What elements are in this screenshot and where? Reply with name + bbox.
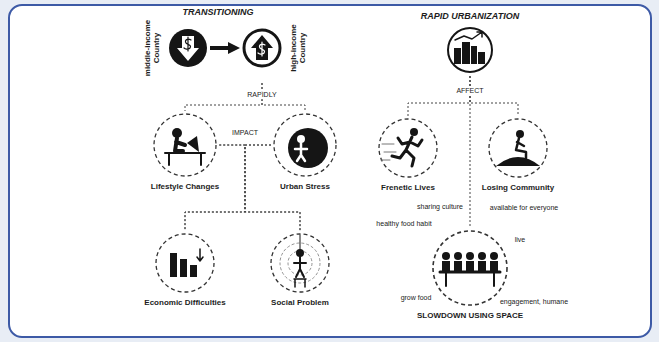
dashed-ring xyxy=(156,234,214,292)
chair xyxy=(294,279,306,287)
person-head xyxy=(454,252,462,260)
growth-arrow xyxy=(455,32,482,40)
person-head xyxy=(478,252,486,260)
node-label: Social Problem xyxy=(271,298,329,307)
desk xyxy=(165,153,205,165)
dashed-ring xyxy=(379,119,437,177)
stress-cloud xyxy=(288,128,328,168)
solution-circle: SLOWDOWN USING SPACE xyxy=(417,228,523,320)
person-head xyxy=(490,252,498,260)
coin-circle xyxy=(244,30,280,66)
building xyxy=(471,46,477,64)
hill xyxy=(496,157,540,166)
falling-bar xyxy=(180,259,187,277)
echo-ring xyxy=(280,243,320,283)
down-arrow xyxy=(177,36,199,61)
node-icon xyxy=(151,111,219,179)
building xyxy=(462,42,470,64)
dashed-ring xyxy=(274,114,336,176)
node-label: middle-income Country xyxy=(143,13,161,83)
impact-circle: Lifestyle Changes xyxy=(151,111,219,191)
dashed-ring xyxy=(154,114,216,176)
node-icon xyxy=(444,24,496,76)
person-head xyxy=(442,252,450,260)
falling-bar xyxy=(190,265,197,277)
effect-circle: Losing Community xyxy=(482,116,554,192)
node-icon xyxy=(153,231,217,295)
sitting-person xyxy=(516,138,526,158)
transition-arrow xyxy=(210,46,228,50)
benefit-label: live xyxy=(513,236,528,244)
node-label: RAPID URBANIZATION xyxy=(421,11,519,21)
outcome-circle: Social Problem xyxy=(268,231,332,307)
person-body xyxy=(490,261,498,271)
rotated-text-holder: high-income Country xyxy=(287,13,309,83)
benefit-label: healthy food habit xyxy=(374,220,433,228)
node-icon xyxy=(486,116,550,180)
connector-label: IMPACT xyxy=(230,129,260,137)
city-circle xyxy=(448,28,492,72)
dollar-symbol xyxy=(258,42,265,56)
down-arrow xyxy=(197,249,203,261)
effect-circle: Frenetic Lives xyxy=(376,116,440,192)
node-label: SLOWDOWN USING SPACE xyxy=(417,311,523,320)
benefit-label: sharing culture xyxy=(415,203,465,211)
person-head xyxy=(516,130,524,138)
node-icon xyxy=(240,26,284,70)
table-legs xyxy=(446,272,494,286)
dashed-ring xyxy=(489,119,547,177)
dotted-connector xyxy=(470,76,518,116)
building xyxy=(454,48,461,64)
person-head xyxy=(410,128,418,136)
person-body xyxy=(454,261,462,271)
rotated-text-holder: middle-income Country xyxy=(141,13,163,83)
dotted-connector xyxy=(408,76,470,116)
person-body xyxy=(442,261,450,271)
heading-circle: RAPID URBANIZATION xyxy=(421,11,519,76)
person-body xyxy=(466,261,474,271)
benefit-label: grow food xyxy=(399,294,434,302)
person-body xyxy=(295,143,307,161)
node-label: Losing Community xyxy=(482,183,554,192)
connector-label: RAPIDLY xyxy=(245,91,278,99)
benefit-label: available for everyone xyxy=(488,204,561,212)
node-label: Urban Stress xyxy=(280,182,330,191)
outcome-circle: Economic Difficulties xyxy=(144,231,225,307)
impact-circle: Urban Stress xyxy=(271,111,339,191)
section-heading: TRANSITIONING xyxy=(181,8,256,18)
speed-lines xyxy=(381,144,396,160)
person-body xyxy=(478,261,486,271)
node-icon xyxy=(271,111,339,179)
running-person xyxy=(392,137,422,166)
dashed-ring xyxy=(271,234,329,292)
dotted-connector xyxy=(470,76,471,228)
node-icon xyxy=(166,26,210,70)
node-label: Economic Difficulties xyxy=(144,298,225,307)
person-head xyxy=(296,249,304,257)
up-arrow xyxy=(251,35,273,60)
building xyxy=(478,52,485,64)
person-head xyxy=(466,252,474,260)
node-label: Frenetic Lives xyxy=(381,183,435,192)
panel-frame xyxy=(8,4,652,338)
coin-circle xyxy=(169,29,207,67)
income-circle: middle-income Country xyxy=(141,13,210,83)
node-icon xyxy=(268,231,332,295)
connector-label: AFFECT xyxy=(454,87,485,95)
node-label: high-income Country xyxy=(289,13,307,83)
node-icon xyxy=(430,228,510,308)
node-label: Lifestyle Changes xyxy=(151,182,219,191)
laptop xyxy=(187,136,199,152)
person-body xyxy=(294,257,306,277)
income-circle: high-income Country xyxy=(240,13,309,83)
dollar-symbol xyxy=(184,37,191,51)
benefit-label: engagement, humane xyxy=(498,298,570,306)
falling-bar xyxy=(170,253,177,277)
person-body xyxy=(175,138,185,151)
dashed-ring xyxy=(433,231,507,305)
rope xyxy=(300,235,301,249)
node-icon xyxy=(376,116,440,180)
